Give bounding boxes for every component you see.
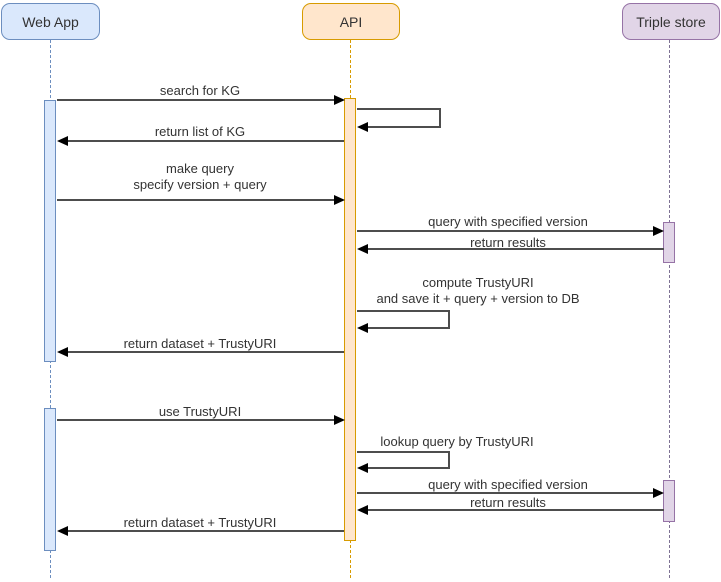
arrow-line [68,351,344,353]
message-label: return dataset + TrustyURI [123,515,277,530]
actor-triple-store: Triple store [622,3,720,40]
self-loop-bottom-line [368,126,441,128]
arrowhead-left-icon [57,136,68,146]
activation-web-app-2 [44,408,56,551]
message-label: query with specified version [428,214,588,229]
arrow-line [68,530,344,532]
message-label: return results [470,235,546,250]
message-label-line2: specify version + query [133,177,267,192]
arrowhead-right-icon [653,488,664,498]
message-label: return list of KG [154,124,246,139]
lifeline-triple-store [669,40,670,578]
arrowhead-right-icon [334,415,345,425]
message-label-line1: compute TrustyURI [422,275,534,290]
self-loop-right-line [439,108,441,128]
arrowhead-right-icon [334,195,345,205]
arrow-line [368,248,664,250]
message-label: search for KG [159,83,241,98]
message-label-line1: make query [166,161,234,176]
actor-api: API [302,3,400,40]
arrowhead-left-icon [57,347,68,357]
message-label: lookup query by TrustyURI [380,434,534,449]
self-loop-top-line [357,310,450,312]
self-loop-right-line [448,451,450,469]
self-loop-bottom-line [368,467,450,469]
actor-web-app: Web App [1,3,100,40]
message-label: return dataset + TrustyURI [123,336,277,351]
arrowhead-left-icon [357,323,368,333]
activation-web-app-1 [44,100,56,362]
arrowhead-left-icon [357,463,368,473]
activation-triple-1 [663,222,675,263]
arrow-line [368,509,664,511]
arrowhead-left-icon [357,122,368,132]
message-label: return results [470,495,546,510]
arrowhead-left-icon [357,244,368,254]
message-label: query with specified version [428,477,588,492]
arrow-line [357,492,653,494]
message-label: use TrustyURI [158,404,242,419]
arrow-line [57,419,334,421]
self-loop-right-line [448,310,450,329]
self-loop-top-line [357,108,441,110]
arrowhead-right-icon [653,226,664,236]
arrow-line [57,99,334,101]
arrowhead-left-icon [57,526,68,536]
arrow-line [57,199,334,201]
arrowhead-left-icon [357,505,368,515]
self-loop-bottom-line [368,327,450,329]
message-label-line2: and save it + query + version to DB [376,291,580,306]
arrow-line [68,140,344,142]
arrow-line [357,230,653,232]
self-loop-top-line [357,451,450,453]
activation-api [344,98,356,541]
arrowhead-right-icon [334,95,345,105]
activation-triple-2 [663,480,675,522]
